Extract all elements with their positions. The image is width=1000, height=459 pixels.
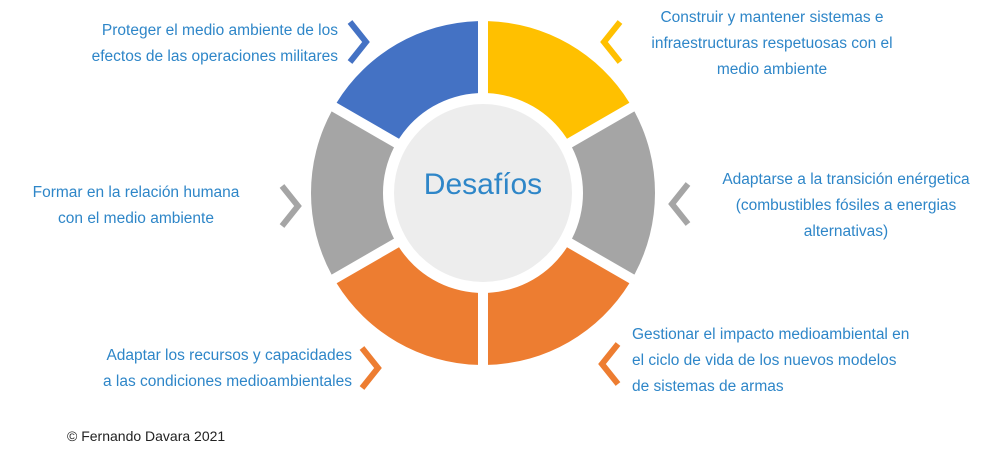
item-label-3: Adaptarse a la transición enérgetica(com…: [722, 171, 970, 240]
ring-segment-4: [487, 247, 630, 365]
chevron-icon-1: [347, 20, 370, 64]
copyright: © Fernando Davara 2021: [67, 428, 226, 444]
ring-segment-1: [336, 21, 479, 139]
chevron-icon-2: [600, 20, 623, 64]
center-disc: [394, 104, 572, 282]
chevron-icon-6: [279, 184, 302, 228]
chevron-icon-3: [668, 182, 691, 226]
ring-segment-5: [336, 247, 479, 365]
center-label: Desafíos: [423, 168, 543, 201]
chevron-icon-4: [598, 342, 621, 386]
ring-segment-6: [310, 111, 395, 275]
chevron-icon-5: [359, 346, 382, 390]
ring-segment-2: [487, 21, 630, 139]
ring-segment-3: [571, 111, 656, 275]
